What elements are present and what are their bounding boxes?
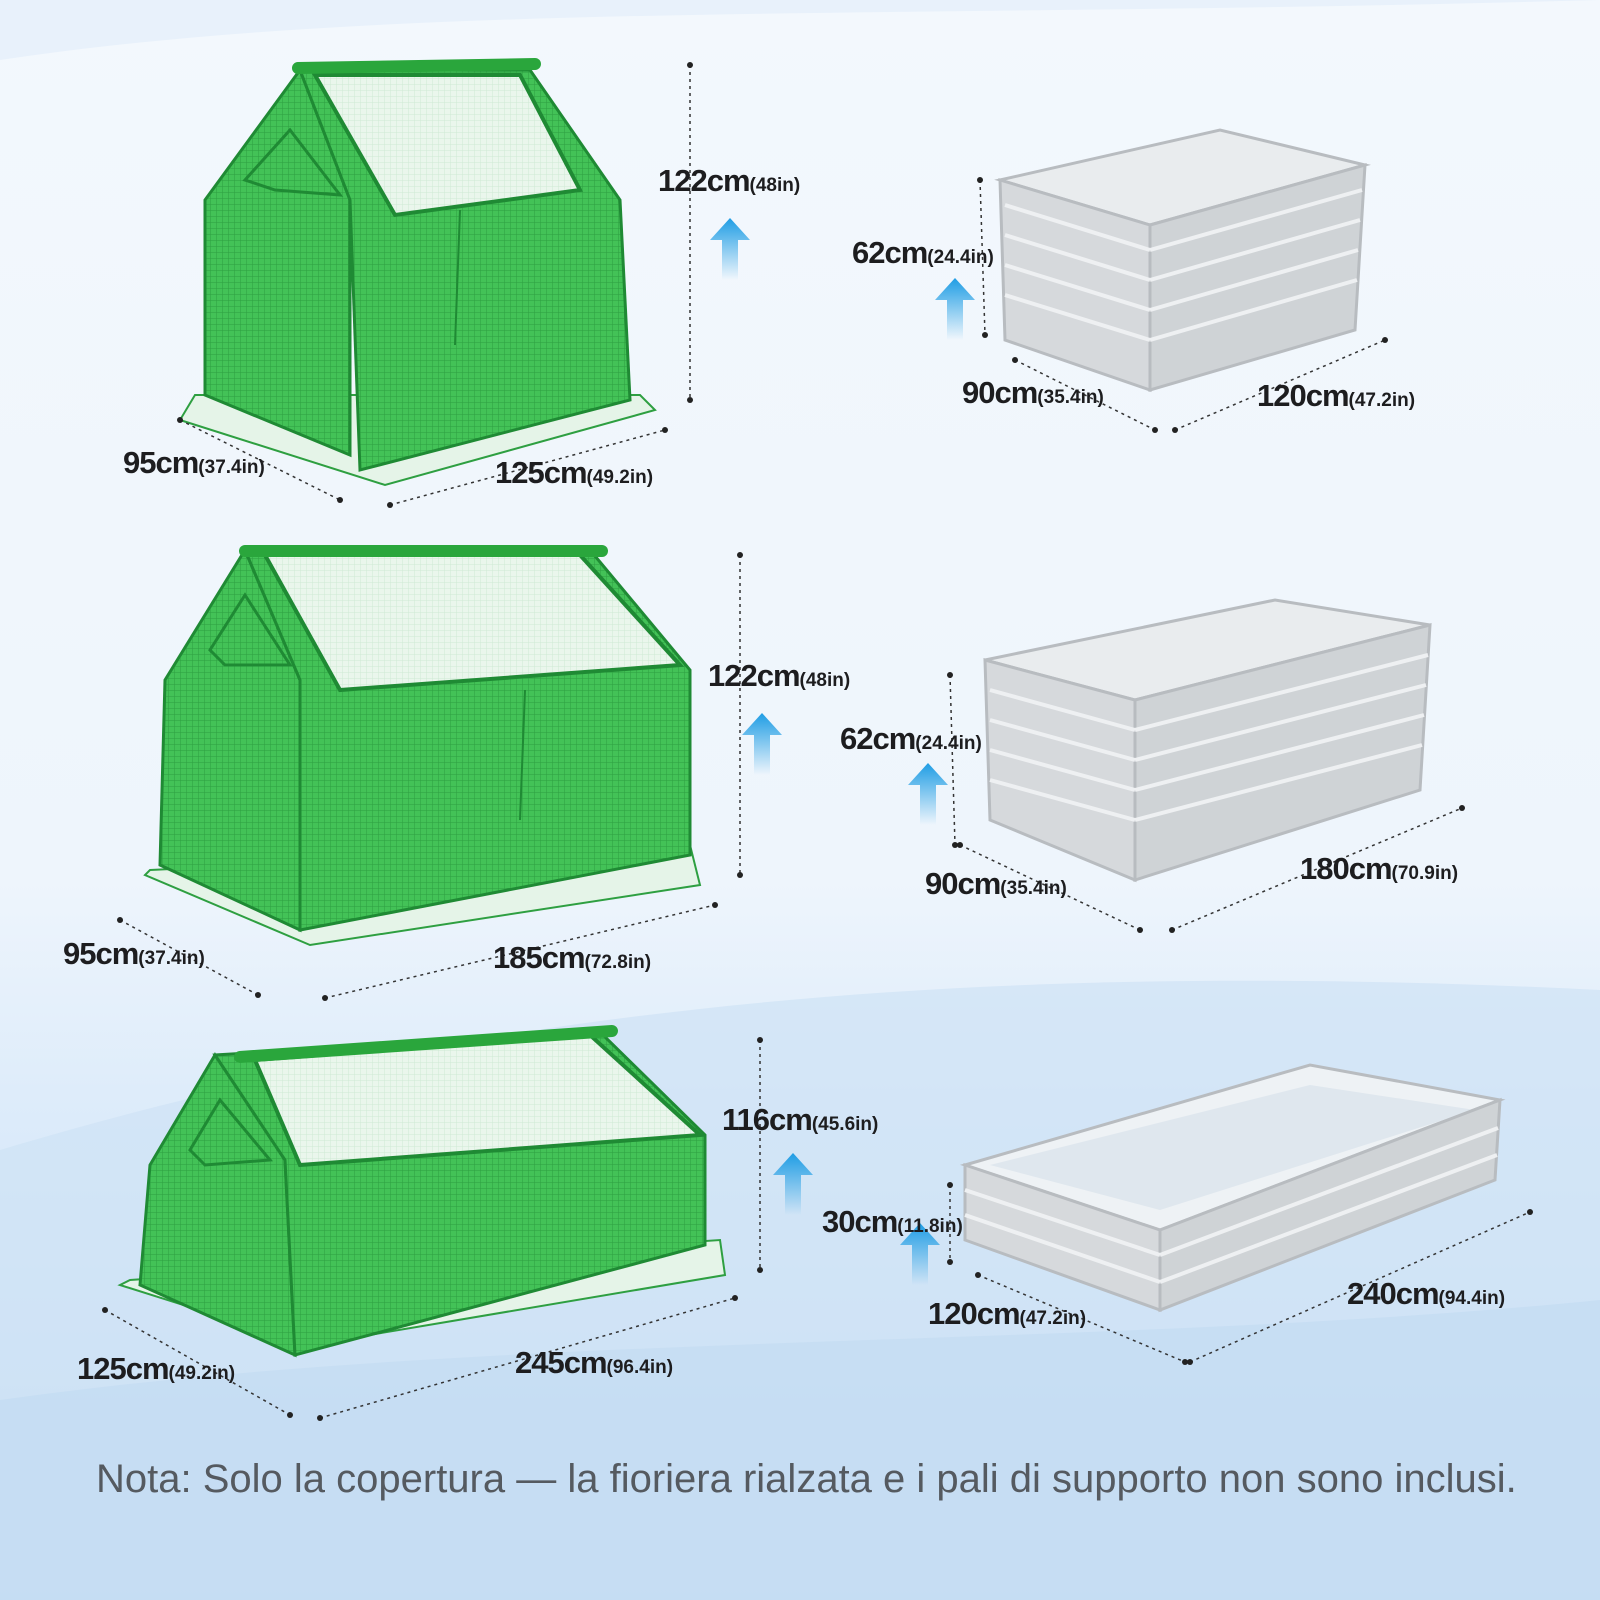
value-cm: 90cm	[962, 375, 1038, 410]
value-in: (35.4in)	[1000, 878, 1067, 899]
value-in: (45.6in)	[811, 1114, 879, 1135]
raised-planter-small	[994, 128, 1371, 393]
value-in: (94.4in)	[1438, 1288, 1506, 1309]
raised-planter-medium	[983, 598, 1432, 883]
greenhouse-cover-large	[117, 1025, 727, 1358]
greenhouse-cover-small	[178, 58, 657, 487]
dimension-lines	[104, 65, 1531, 1419]
value-in: (37.4in)	[198, 457, 265, 478]
planter-height-label: 62cm(24.4in)	[840, 723, 982, 754]
value-in: (37.4in)	[138, 948, 205, 969]
value-in: (47.2in)	[1019, 1308, 1087, 1329]
planter-length-label: 240cm(94.4in)	[1347, 1278, 1505, 1309]
planter-height-label: 30cm(11.8in)	[822, 1206, 963, 1237]
value-cm: 240cm	[1347, 1276, 1440, 1311]
up-arrow-icon	[710, 218, 750, 280]
value-cm: 125cm	[495, 455, 588, 490]
value-in: (72.8in)	[584, 952, 652, 973]
planter-depth-label: 90cm(35.4in)	[925, 868, 1067, 899]
value-cm: 120cm	[928, 1296, 1021, 1331]
value-cm: 62cm	[852, 235, 928, 270]
cover-depth-label: 95cm(37.4in)	[123, 447, 265, 478]
value-cm: 116cm	[722, 1102, 813, 1137]
up-arrow-icon	[908, 763, 948, 825]
value-in: (24.4in)	[927, 247, 994, 268]
cover-length-label: 245cm(96.4in)	[515, 1347, 673, 1378]
planter-length-label: 120cm(47.2in)	[1257, 380, 1415, 411]
value-cm: 95cm	[63, 936, 139, 971]
value-cm: 62cm	[840, 721, 916, 756]
up-arrow-icon	[773, 1153, 813, 1215]
value-in: (11.8in)	[897, 1216, 963, 1237]
value-cm: 90cm	[925, 866, 1001, 901]
dimension-dots	[102, 62, 1533, 1421]
value-cm: 180cm	[1300, 851, 1393, 886]
note-text: Nota: Solo la copertura — la fioriera ri…	[96, 1457, 1517, 1501]
value-in: (48in)	[749, 175, 801, 196]
value-in: (96.4in)	[606, 1357, 674, 1378]
value-in: (49.2in)	[168, 1363, 236, 1384]
value-cm: 30cm	[822, 1204, 898, 1239]
value-cm: 122cm	[658, 163, 751, 198]
value-in: (49.2in)	[586, 467, 654, 488]
value-in: (47.2in)	[1348, 390, 1416, 411]
cover-length-label: 185cm(72.8in)	[493, 942, 651, 973]
planter-height-label: 62cm(24.4in)	[852, 237, 994, 268]
value-cm: 122cm	[708, 658, 801, 693]
value-cm: 120cm	[1257, 378, 1350, 413]
cover-depth-label: 125cm(49.2in)	[77, 1353, 235, 1384]
value-cm: 245cm	[515, 1345, 608, 1380]
value-cm: 185cm	[493, 940, 586, 975]
cover-height-label: 122cm(48in)	[658, 165, 800, 196]
cover-length-label: 125cm(49.2in)	[495, 457, 653, 488]
value-in: (35.4in)	[1037, 387, 1104, 408]
value-cm: 125cm	[77, 1351, 170, 1386]
up-arrow-icon	[935, 278, 975, 340]
planter-depth-label: 120cm(47.2in)	[928, 1298, 1086, 1329]
cover-depth-label: 95cm(37.4in)	[63, 938, 205, 969]
cover-height-label: 122cm(48in)	[708, 660, 850, 691]
value-cm: 95cm	[123, 445, 199, 480]
planter-depth-label: 90cm(35.4in)	[962, 377, 1104, 408]
planter-length-label: 180cm(70.9in)	[1300, 853, 1458, 884]
greenhouse-cover-medium	[143, 545, 702, 947]
up-arrow-icon	[742, 713, 782, 775]
cover-height-label: 116cm(45.6in)	[722, 1104, 878, 1135]
raised-planter-large	[959, 1063, 1506, 1313]
value-in: (70.9in)	[1391, 863, 1459, 884]
value-in: (48in)	[799, 670, 851, 691]
value-in: (24.4in)	[915, 733, 982, 754]
